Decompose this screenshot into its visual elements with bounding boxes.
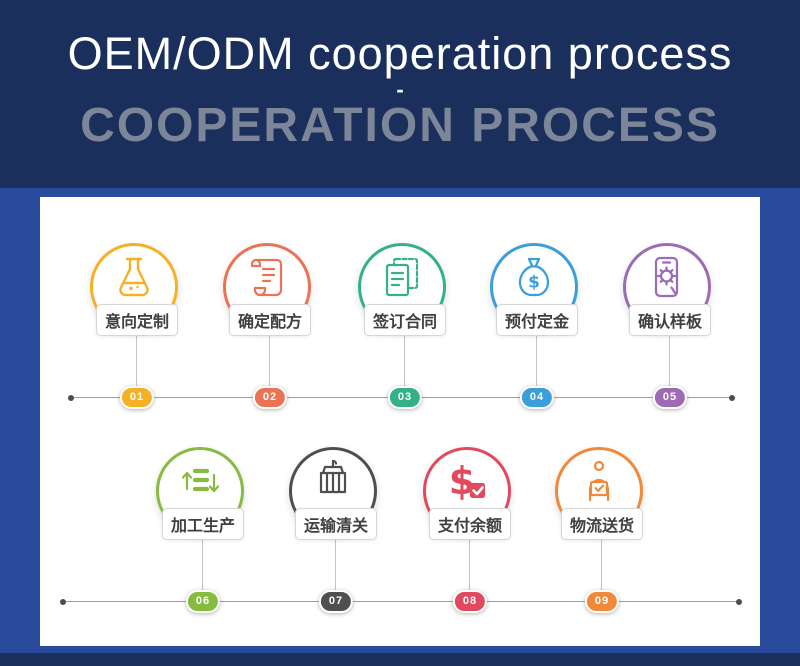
step-number-badge: 09 (584, 590, 620, 613)
step-label: 预付定金 (495, 304, 579, 336)
money-bag-icon: $ (510, 254, 558, 302)
step-06: 加工生产 06 (148, 447, 258, 617)
phone-gear-icon (643, 254, 691, 302)
step-08: $ 支付余额 08 (415, 447, 525, 617)
timeline-row-2 (60, 598, 742, 605)
step-07: 运输清关 07 (281, 447, 391, 617)
step-label: 加工生产 (161, 508, 245, 540)
step-number-badge: 04 (519, 386, 555, 409)
production-arrows-icon (176, 458, 224, 506)
step-label: 运输清关 (294, 508, 378, 540)
step-label: 确认样板 (628, 304, 712, 336)
step-number-badge: 05 (652, 386, 688, 409)
connector-line (136, 335, 137, 387)
step-label: 签订合同 (363, 304, 447, 336)
svg-text:$: $ (528, 273, 540, 293)
step-04: $ 预付定金 04 (482, 243, 592, 413)
step-01: 意向定制 01 (82, 243, 192, 413)
step-number-badge: 02 (252, 386, 288, 409)
recipe-scroll-icon (243, 254, 291, 302)
step-09: 物流送货 09 (547, 447, 657, 617)
connector-line (269, 335, 270, 387)
step-number-badge: 03 (387, 386, 423, 409)
header-banner: OEM/ODM cooperation process - COOPERATIO… (0, 0, 800, 188)
connector-line (536, 335, 537, 387)
cargo-crane-icon (309, 458, 357, 506)
title-divider: - (396, 77, 404, 102)
dollar-check-icon: $ (443, 458, 491, 506)
page-subtitle: COOPERATION PROCESS (80, 99, 720, 152)
connector-line (669, 335, 670, 387)
step-number-badge: 08 (452, 590, 488, 613)
step-number-badge: 06 (185, 590, 221, 613)
step-number-badge: 01 (119, 386, 155, 409)
content-card: 意向定制 01 确定 (40, 197, 760, 646)
step-02: 确定配方 02 (215, 243, 325, 413)
flask-icon (110, 254, 158, 302)
connector-line (404, 335, 405, 387)
delivery-person-icon (575, 458, 623, 506)
step-03: 签订合同 03 (350, 243, 460, 413)
step-label: 意向定制 (95, 304, 179, 336)
footer-strip (0, 653, 800, 666)
page-title: OEM/ODM cooperation process (67, 28, 733, 79)
connector-line (601, 539, 602, 591)
step-label: 确定配方 (228, 304, 312, 336)
step-05: 确认样板 05 (615, 243, 725, 413)
connector-line (335, 539, 336, 591)
step-number-badge: 07 (318, 590, 354, 613)
step-label: 支付余额 (428, 508, 512, 540)
step-label: 物流送货 (560, 508, 644, 540)
connector-line (202, 539, 203, 591)
connector-line (469, 539, 470, 591)
contract-document-icon (378, 254, 426, 302)
